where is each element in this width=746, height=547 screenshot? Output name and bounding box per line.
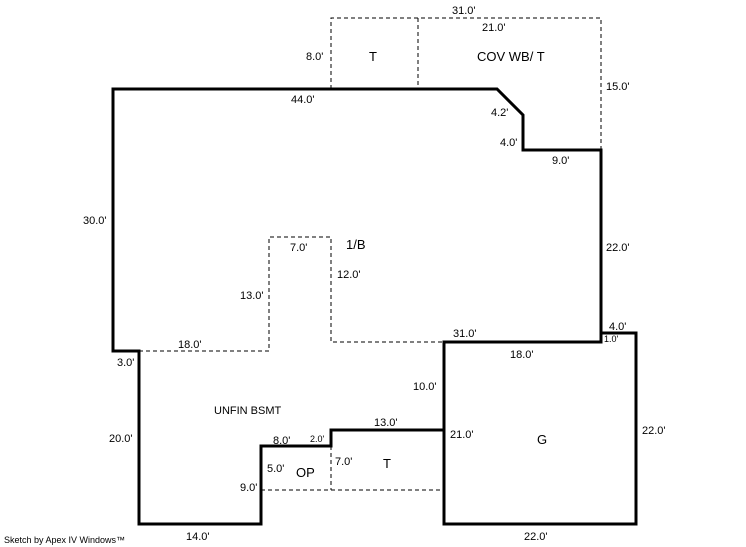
dim-label: 4.0' — [609, 321, 626, 333]
dim-label: 31.0' — [452, 5, 476, 17]
dim-label: 20.0' — [109, 433, 133, 445]
dim-label: 3.0' — [117, 357, 134, 369]
dim-label: 14.0' — [186, 531, 210, 543]
dim-label: 8.0' — [273, 435, 290, 447]
area-label-t-bottom: T — [383, 456, 391, 471]
dim-label: 13.0' — [240, 290, 264, 302]
dim-label: 4.0' — [500, 137, 517, 149]
dim-label: 9.0' — [240, 482, 257, 494]
dim-label: 2.0' — [310, 434, 325, 444]
dim-label: 8.0' — [306, 51, 323, 63]
dim-label: 22.0' — [524, 531, 548, 543]
area-label-unfin-bsmt: UNFIN BSMT — [214, 405, 282, 417]
dim-label: 10.0' — [413, 381, 437, 393]
area-label-op: OP — [296, 465, 315, 480]
dim-label: 44.0' — [291, 94, 315, 106]
area-label-t-top: T — [369, 49, 377, 64]
dim-label: 22.0' — [642, 425, 666, 437]
dim-label: 18.0' — [178, 339, 202, 351]
dim-label: 12.0' — [337, 269, 361, 281]
dim-label: 5.0' — [267, 463, 284, 475]
dim-label: 15.0' — [606, 81, 630, 93]
area-label-first-floor: 1/B — [346, 237, 366, 252]
basement-boundary — [139, 236, 444, 352]
patio-outline — [261, 446, 444, 491]
dim-label: 30.0' — [83, 215, 107, 227]
dim-label: 4.2' — [491, 107, 508, 119]
area-label-garage: G — [537, 432, 547, 447]
dashed-outlines — [139, 17, 602, 491]
dim-label: 7.0' — [290, 242, 307, 254]
software-credit: Sketch by Apex IV Windows™ — [4, 535, 125, 545]
dim-label: 18.0' — [510, 349, 534, 361]
garage-wall — [442, 333, 603, 524]
dim-label: 21.0' — [450, 429, 474, 441]
dim-label: 31.0' — [453, 328, 477, 340]
dim-label: 13.0' — [374, 417, 398, 429]
dim-label: 22.0' — [606, 242, 630, 254]
dim-label: 7.0' — [335, 456, 352, 468]
dim-label: 21.0' — [482, 22, 506, 34]
area-label-cov-wb-t: COV WB/ T — [477, 49, 545, 64]
dim-label: 9.0' — [552, 155, 569, 167]
dim-label: 1.0' — [604, 334, 619, 344]
covered-porch-outline — [330, 17, 602, 150]
